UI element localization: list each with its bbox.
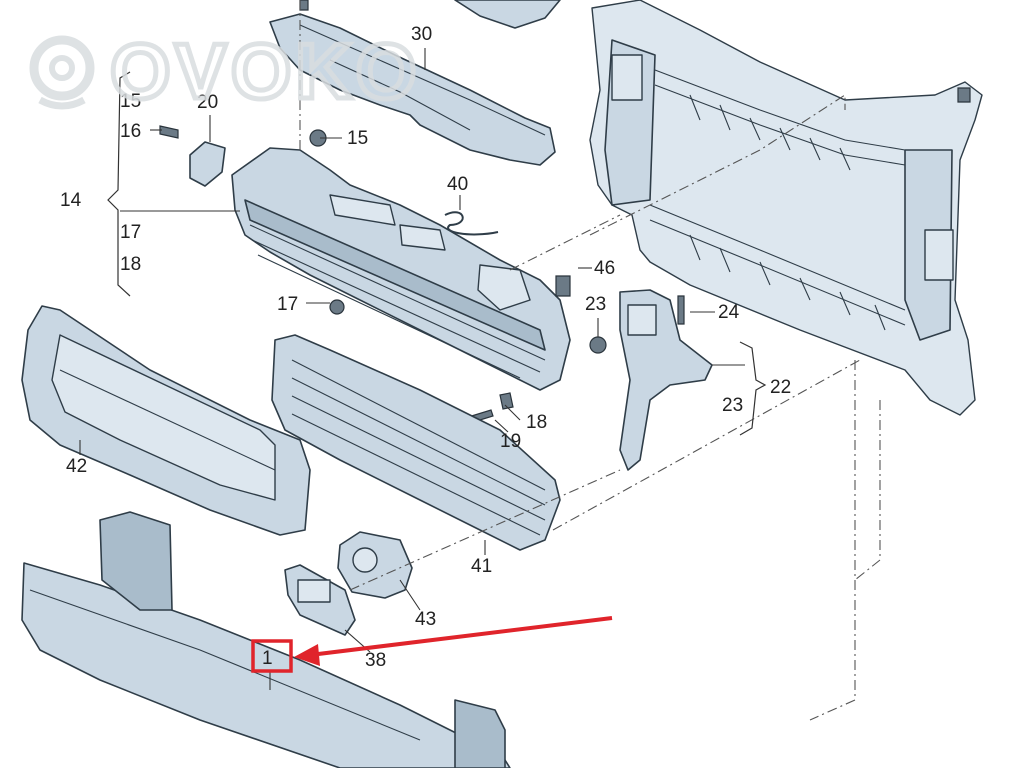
screw-16 [159, 125, 179, 139]
part-20-bracket [189, 141, 226, 187]
callout-24: 24 [718, 302, 740, 323]
part-22-bracket [619, 289, 713, 471]
red-arrow-head-icon [294, 644, 320, 666]
callout-46: 46 [594, 258, 615, 279]
callout-22: 22 [770, 377, 791, 398]
watermark: OVOKO [29, 25, 420, 118]
front-end-carrier [589, 0, 983, 416]
callout-1: 1 [262, 648, 273, 669]
callout-labels: 1 14 15 15 16 17 17 18 18 19 20 22 23 23… [60, 24, 791, 671]
callout-16: 16 [120, 121, 141, 142]
callout-18: 18 [120, 254, 141, 275]
highlight-annotation [251, 616, 613, 673]
callout-38: 38 [365, 650, 386, 671]
callout-14: 14 [60, 190, 82, 211]
nut-23 [589, 336, 607, 354]
watermark-logo-icon [29, 35, 95, 110]
callout-20: 20 [197, 92, 218, 113]
part-43-sensor [337, 531, 413, 599]
callout-40: 40 [447, 174, 468, 195]
clip-18 [499, 392, 514, 410]
callout-18: 18 [526, 412, 547, 433]
callout-41: 41 [471, 556, 492, 577]
watermark-text: OVOKO [110, 27, 420, 115]
bolt-24 [677, 295, 685, 325]
part-top-panel [454, 0, 561, 29]
callout-43: 43 [415, 609, 436, 630]
part-42-grille-frame [21, 305, 311, 536]
callout-15: 15 [347, 128, 368, 149]
part-1-bumper-beam [21, 511, 511, 769]
red-arrow-line [301, 616, 613, 658]
assembly-lines [299, 0, 881, 721]
part-38-sensor-bracket [284, 564, 356, 636]
callout-23: 23 [585, 294, 606, 315]
part-30-air-guide [269, 13, 556, 166]
callout-23: 23 [722, 395, 743, 416]
callout-17: 17 [277, 294, 298, 315]
part-40-spring-clip [444, 211, 499, 236]
callout-19: 19 [500, 431, 521, 452]
part-41-air-shutter [271, 334, 561, 551]
red-highlight-box [251, 639, 293, 673]
clip-46 [555, 275, 571, 297]
clip-17 [329, 299, 345, 315]
callout-30: 30 [411, 24, 432, 45]
callout-42: 42 [66, 456, 87, 477]
part-14-shutter-assembly [231, 147, 571, 391]
callout-17: 17 [120, 222, 141, 243]
callout-15: 15 [120, 91, 141, 112]
